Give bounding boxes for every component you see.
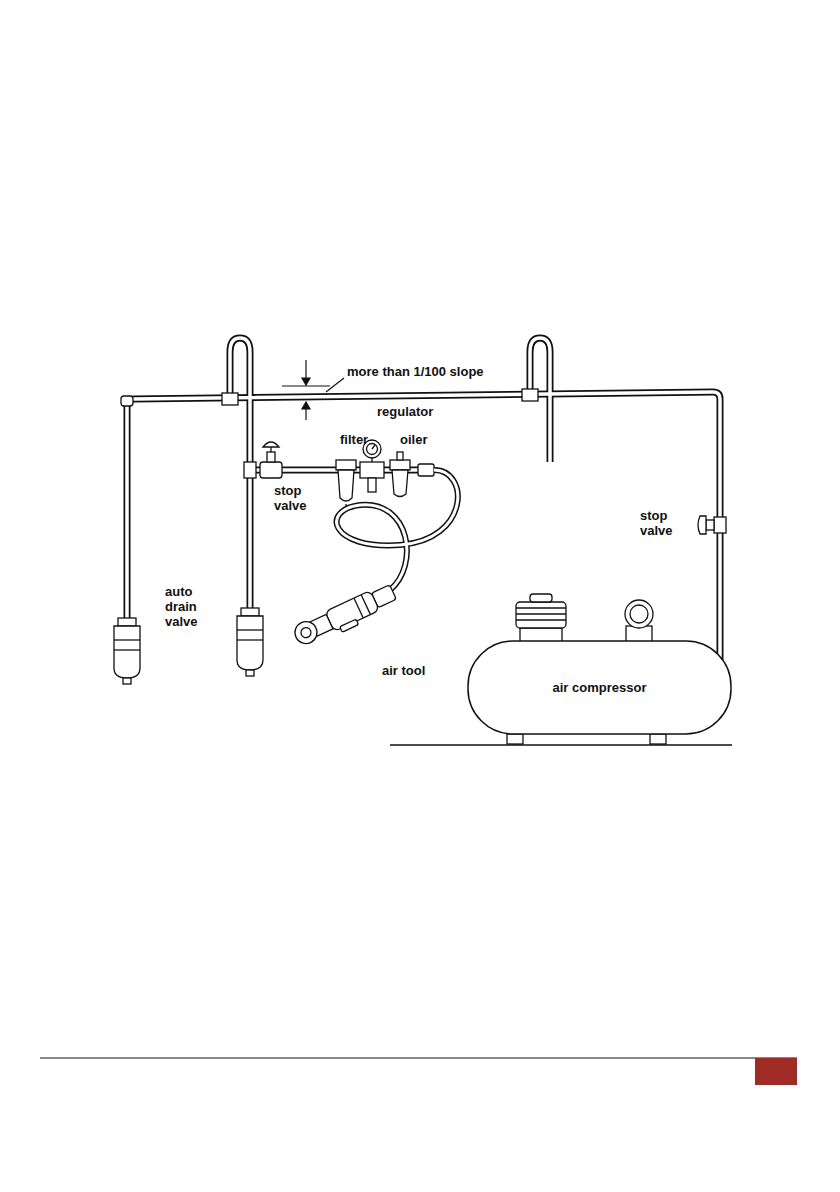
compressor-tank: air compressor (467, 640, 732, 735)
part-label: air tool (382, 664, 425, 679)
part-label: stop valve (640, 509, 673, 539)
part-label: auto drain valve (165, 585, 198, 630)
part-label: filter (340, 433, 368, 448)
part-label: regulator (377, 405, 433, 420)
part-label: stop valve (274, 484, 307, 514)
part-label: oiler (400, 433, 427, 448)
node-text-group: air compressor (553, 680, 647, 695)
slope-note: more than 1/100 slope (347, 365, 484, 380)
tank-label: air compressor (553, 680, 647, 695)
